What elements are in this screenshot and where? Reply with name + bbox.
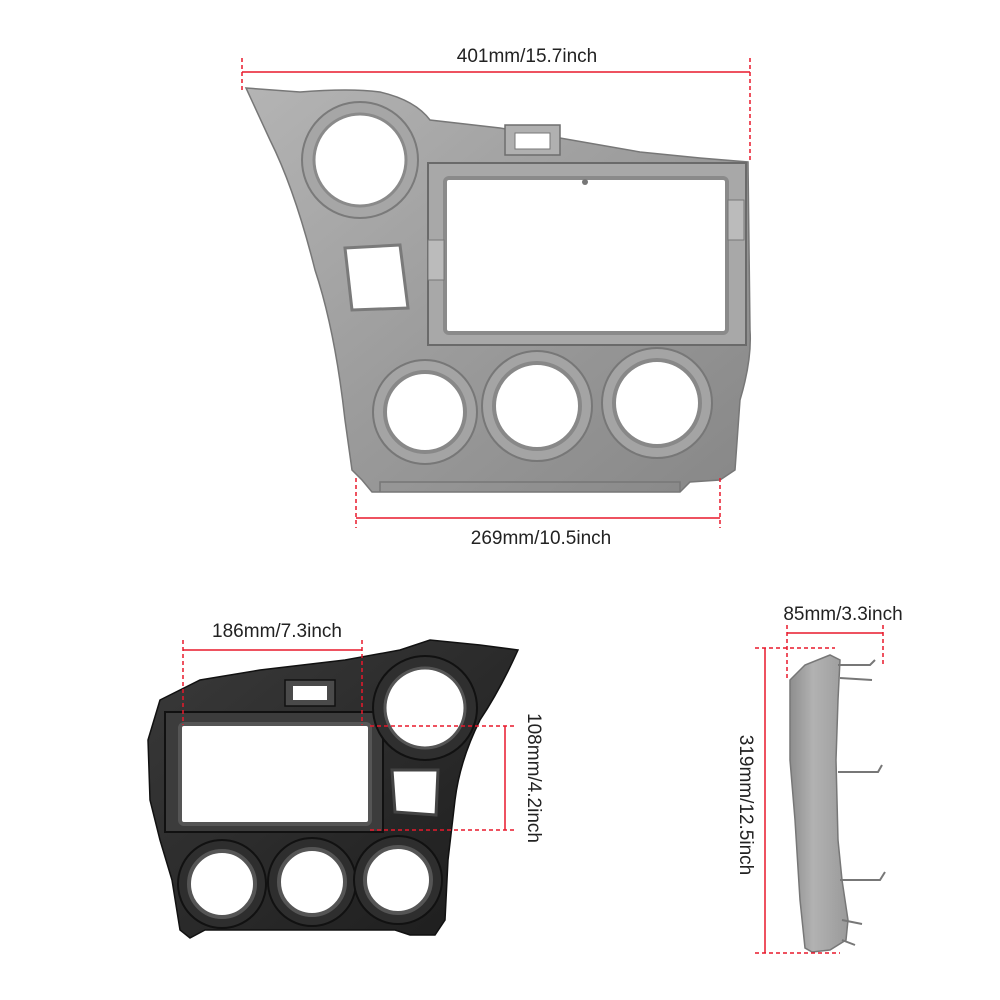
- back-screen-opening: [178, 722, 372, 826]
- dim-depth: 85mm/3.3inch: [783, 604, 903, 680]
- side-clips: [838, 659, 886, 946]
- label-screen-width: 186mm/7.3inch: [212, 621, 342, 642]
- dim-screen-width: 186mm/7.3inch: [182, 621, 363, 725]
- side-view-panel: [789, 654, 886, 953]
- label-bottom-width: 269mm/10.5inch: [471, 528, 611, 549]
- dim-overall-width: 401mm/15.7inch: [241, 46, 751, 160]
- front-vent-rings: [372, 347, 713, 465]
- label-overall-width: 401mm/15.7inch: [457, 46, 597, 67]
- front-screen-opening: [443, 176, 729, 335]
- label-height: 319mm/12.5inch: [735, 735, 756, 875]
- front-gauge-hole: [312, 112, 408, 208]
- back-vent-rings: [177, 835, 443, 929]
- front-view-panel: [244, 87, 752, 493]
- dim-bottom-width: 269mm/10.5inch: [355, 478, 721, 549]
- label-screen-height: 108mm/4.2inch: [523, 713, 544, 843]
- back-gauge-hole: [383, 666, 467, 750]
- back-view-panel: [147, 639, 520, 939]
- back-square-opening: [390, 768, 440, 817]
- front-square-opening: [343, 243, 410, 312]
- dim-screen-height: 108mm/4.2inch: [370, 713, 544, 843]
- dim-height: 319mm/12.5inch: [735, 647, 840, 954]
- side-panel-body: [789, 654, 849, 953]
- label-depth: 85mm/3.3inch: [783, 604, 902, 625]
